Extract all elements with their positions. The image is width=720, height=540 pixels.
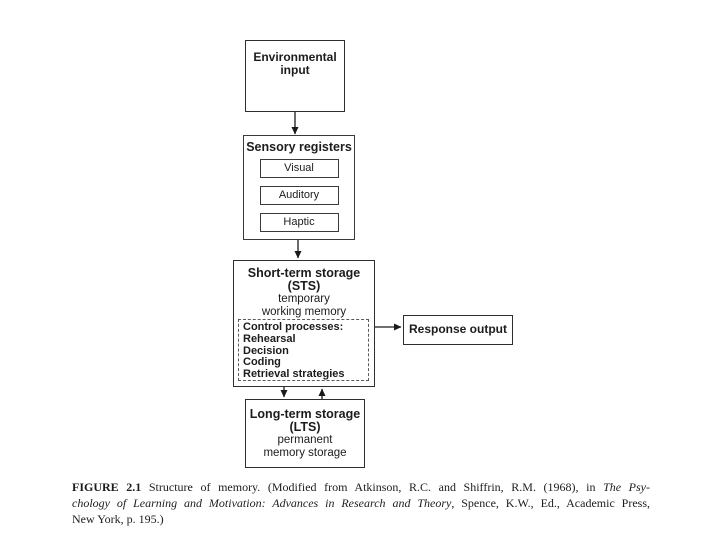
sts-subtitle-line1: temporary	[278, 293, 330, 305]
figure-caption-line1-text: Structure of memory. (Modified from Atki…	[141, 480, 604, 494]
figure-caption-line3-text: New York, p. 195.)	[72, 512, 164, 526]
sensory-register-auditory-box: Auditory	[259, 186, 339, 205]
control-processes-title: Control processes:	[243, 321, 344, 333]
lts-title-line1: Long-term storage	[249, 407, 361, 421]
figure-caption: FIGURE 2.1 Structure of memory. (Modifie…	[72, 479, 650, 527]
sensory-registers-box: Sensory registers Visual Auditory Haptic	[243, 135, 355, 240]
environmental-input-label-line2: input	[280, 63, 310, 77]
control-process-retrieval-strategies: Retrieval strategies	[243, 368, 345, 381]
sensory-registers-title: Sensory registers	[246, 140, 352, 154]
control-process-decision: Decision	[243, 344, 289, 357]
lts-subtitle-line2: memory storage	[263, 446, 347, 459]
short-term-storage-box: Short-term storage (STS) temporary worki…	[233, 260, 375, 387]
sts-title-line1: Short-term storage	[247, 266, 361, 280]
control-process-rehearsal: Rehearsal	[243, 332, 296, 345]
sts-subtitle-line2: working memory	[261, 305, 347, 318]
lts-subtitle-line1: permanent	[277, 434, 333, 446]
sensory-register-haptic-box: Haptic	[259, 213, 339, 232]
sts-title-line2: (STS)	[287, 279, 321, 293]
control-process-coding: Coding	[243, 356, 281, 369]
sensory-register-visual-box: Visual	[259, 159, 339, 178]
control-processes-box: Control processes: Rehearsal Decision Co…	[238, 319, 369, 381]
figure-caption-line2-italic: chology of Learning and Motivation: Adva…	[72, 496, 452, 510]
long-term-storage-box: Long-term storage (LTS) permanent memory…	[245, 399, 365, 468]
figure-caption-line2: chology of Learning and Motivation: Adva…	[72, 495, 650, 511]
figure-caption-line1-italic: The Psy-	[603, 480, 651, 494]
figure-caption-line3: New York, p. 195.)	[72, 511, 650, 527]
figure-caption-line1: FIGURE 2.1 Structure of memory. (Modifie…	[72, 479, 650, 495]
response-output-label: Response output	[409, 322, 507, 336]
figure-caption-line2-text: , Spence, K.W., Ed., Academic Press,	[451, 496, 651, 510]
lts-title-line2: (LTS)	[289, 420, 321, 434]
response-output-box: Response output	[403, 315, 513, 345]
figure-caption-label: FIGURE 2.1	[72, 480, 142, 494]
environmental-input-box: Environmental input	[245, 40, 345, 112]
environmental-input-label-line1: Environmental	[253, 50, 337, 64]
